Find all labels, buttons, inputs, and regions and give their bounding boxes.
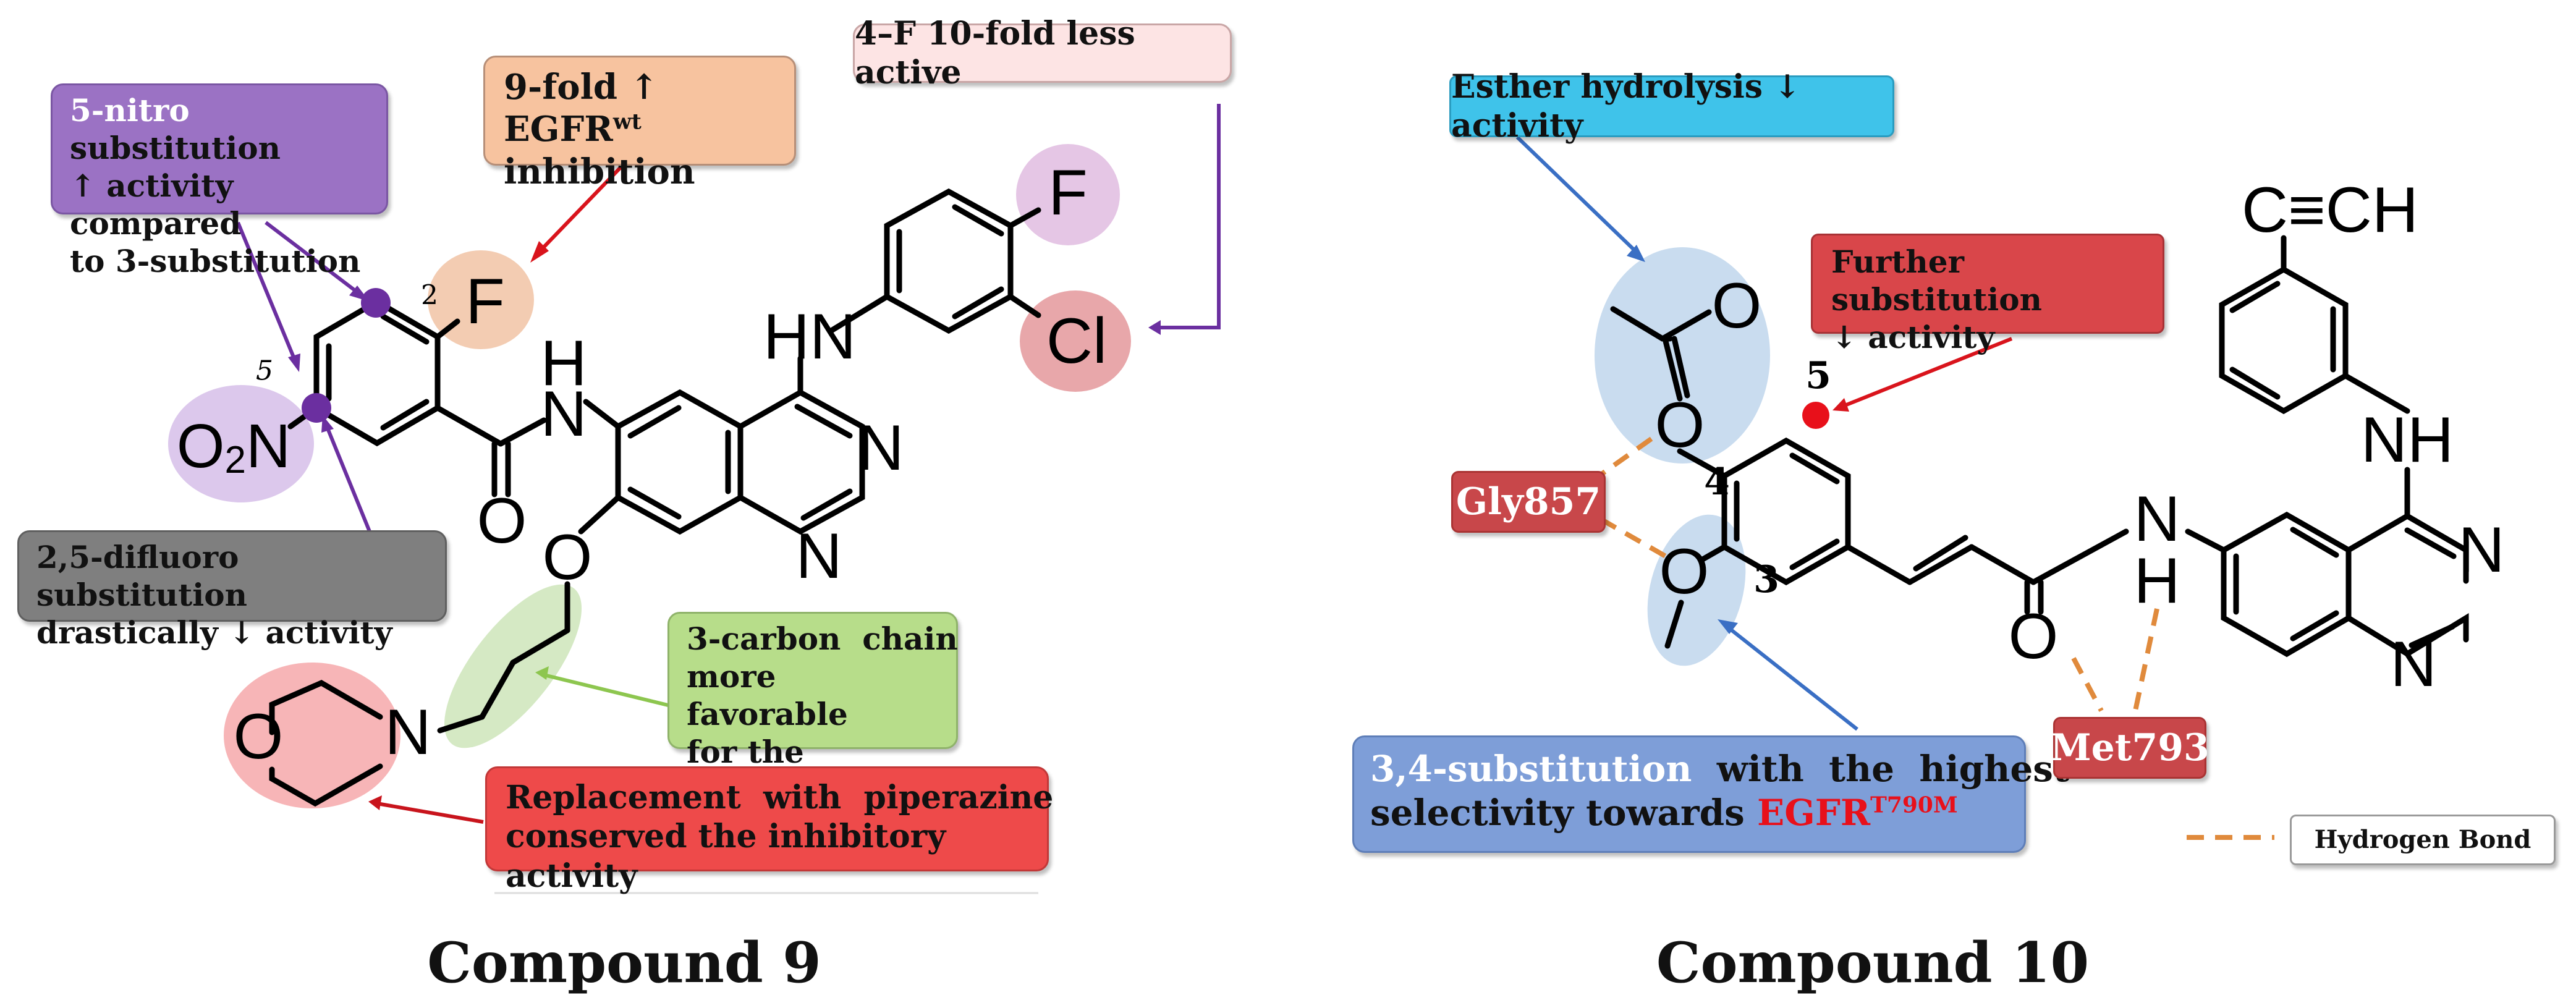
callout-5-nitro: 5-nitro substitution ↑ activity compared… xyxy=(51,83,388,279)
callout-selectivity-text: selectivity towards xyxy=(1370,791,1757,834)
callout-selectivity-highlight: 3,4-substitution xyxy=(1370,748,1692,790)
callout-3-carbon-line1: 3-carbon chain xyxy=(687,620,958,657)
callout-5-nitro-rest: substitution xyxy=(70,130,281,166)
legend-hydrogen-bond-label: Hydrogen Bond xyxy=(2314,824,2532,854)
highlight-no2 xyxy=(168,385,314,502)
position-label-3: 3 xyxy=(1753,558,1779,601)
position-dot-5-c10 xyxy=(1802,402,1829,429)
atom-cl: Cl xyxy=(1046,305,1107,377)
callout-difluoro-line2: drastically ↓ activity xyxy=(36,614,392,651)
callout-5-nitro-line3: to 3-substitution xyxy=(70,243,361,279)
highlight-acetyl xyxy=(1595,247,1770,464)
callout-difluoro-line1: 2,5-difluoro substitution xyxy=(36,539,247,613)
atom-o-methoxy: O xyxy=(1659,536,1710,608)
atom-n-morpholine: N xyxy=(384,697,431,768)
callout-4f-less-active: 4–F 10-fold less active xyxy=(853,15,1232,91)
atom-n-quinazoline-2: N xyxy=(795,520,842,592)
position-label-5-c10: 5 xyxy=(1805,354,1831,397)
callout-further-substitution: Further substitution ↓ activity xyxy=(1811,234,2164,355)
atom-f2: F xyxy=(465,266,505,337)
callout-esther-hydrolysis: Esther hydrolysis ↓ activity xyxy=(1449,68,1894,145)
caption-compound-10: Compound 10 xyxy=(1656,930,2090,996)
compound10-bonds xyxy=(1610,235,2469,658)
position-label-4: 4 xyxy=(1704,460,1730,504)
callout-4f-text: 4–F 10-fold less active xyxy=(855,14,1135,91)
legend-hydrogen-bond: Hydrogen Bond xyxy=(2290,815,2556,865)
atom-h-amide-c10: H xyxy=(2133,545,2180,617)
callout-selectivity: 3,4-substitution with the highest select… xyxy=(1352,735,2070,853)
callout-esther-text: Esther hydrolysis ↓ activity xyxy=(1451,67,1801,145)
compound9-arrows xyxy=(236,104,1221,824)
atom-f4: F xyxy=(1048,157,1088,229)
position-label-5: 5 xyxy=(256,355,273,387)
atom-n-quinazoline-1: N xyxy=(857,412,904,484)
atom-n-amide-c10: N xyxy=(2133,483,2180,555)
callout-9-fold-line2: inhibition xyxy=(504,151,695,192)
callout-piperazine-line1: Replacement with piperazine xyxy=(506,779,1054,816)
callout-selectivity-line1: 3,4-substitution with the highest xyxy=(1370,747,2070,791)
caption-compound-9: Compound 9 xyxy=(427,930,821,996)
highlight-cl xyxy=(1020,290,1131,392)
callout-selectivity-sup: T790M xyxy=(1870,792,1958,818)
callout-3-carbon-line2: more favorable xyxy=(687,658,848,732)
callout-further-line2: ↓ activity xyxy=(1831,319,1995,355)
position-dot-2 xyxy=(361,288,391,318)
compound10-arrows xyxy=(1515,135,2013,731)
callout-9-fold: 9-fold ↑ EGFRwt inhibition xyxy=(483,56,796,192)
atom-n-quinazoline-1-c10: N xyxy=(2458,514,2504,586)
atom-o-morpholine: O xyxy=(234,701,284,773)
position-dot-5 xyxy=(302,393,331,423)
atom-alkyne: C≡CH xyxy=(2242,174,2418,246)
atom-o-ester: O xyxy=(1655,389,1705,461)
callout-difluoro: 2,5-difluoro substitution drastically ↓ … xyxy=(17,530,447,651)
atom-o-carbonyl: O xyxy=(477,485,527,557)
callout-9-fold-sup: wt xyxy=(612,109,642,135)
callout-9-fold-line1: 9-fold ↑ EGFRwt xyxy=(504,66,776,151)
callout-5-nitro-line2: ↑ activity compared xyxy=(70,167,242,242)
position-label-2: 2 xyxy=(421,280,438,311)
highlight-morpholine xyxy=(224,663,400,808)
callout-9-fold-text: 9-fold ↑ EGFR xyxy=(504,67,659,150)
compound9-bonds xyxy=(269,188,1041,807)
atom-h: H xyxy=(540,328,587,399)
atom-o-carbonyl-ester: O xyxy=(1712,270,1762,342)
atom-o-ether: O xyxy=(543,522,593,593)
atom-n-quinazoline-2-c10: N xyxy=(2390,629,2436,700)
atom-n-amide: N xyxy=(540,378,587,450)
callout-selectivity-rest: with the highest xyxy=(1692,748,2070,790)
callout-5-nitro-line1: 5-nitro substitution xyxy=(70,91,369,167)
callout-3-carbon: 3-carbon chain more favorable for the ac… xyxy=(667,612,958,808)
callout-piperazine: Replacement with piperazine conserved th… xyxy=(485,766,1054,895)
callout-selectivity-line2: selectivity towards EGFRT790M xyxy=(1370,791,2008,835)
highlight-f4 xyxy=(1016,144,1120,245)
atom-hn: HN xyxy=(763,301,856,373)
hbond-lines xyxy=(1599,436,2274,840)
atom-nh-top: NH xyxy=(2361,404,2454,476)
atom-o-carbonyl-c10: O xyxy=(2009,601,2059,672)
callout-5-nitro-highlight: 5-nitro xyxy=(70,92,190,129)
callout-piperazine-line2: conserved the inhibitory activity xyxy=(506,818,946,895)
residue-met793: Met793 xyxy=(2050,717,2210,779)
callout-further-line1: Further substitution xyxy=(1831,244,2042,318)
residue-gly857: Gly857 xyxy=(1451,471,1606,533)
callout-selectivity-egfr: EGFR xyxy=(1757,791,1871,834)
